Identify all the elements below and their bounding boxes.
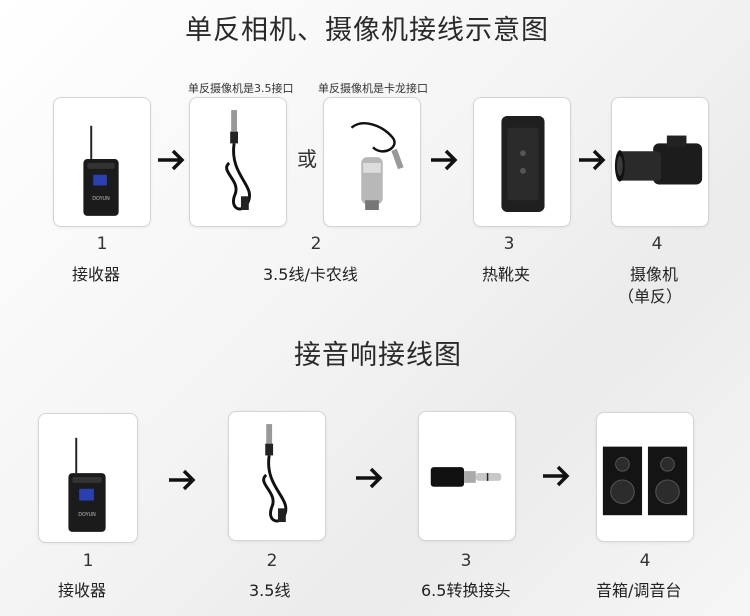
step-label: 接收器 <box>58 581 107 600</box>
note-xlr-jack: 单反摄像机是卡龙接口 <box>318 82 428 95</box>
step-number: 4 <box>651 234 663 254</box>
step-number: 2 <box>310 234 322 254</box>
step-label: 摄像机 <box>630 265 679 284</box>
xlr-cable-image <box>323 97 421 227</box>
jack-adapter-image <box>418 411 516 541</box>
step-label: 音箱/调音台 <box>596 581 682 600</box>
or-text: 或 <box>297 147 317 171</box>
hot-shoe-clip-image <box>473 97 571 227</box>
audio-section-title: 接音响接线图 <box>294 340 462 371</box>
step-label: 3.5线/卡农线 <box>263 265 358 284</box>
aux-cable-image <box>228 411 326 541</box>
arrow-right-icon <box>579 149 606 171</box>
receiver-brand-text: DOYUN <box>92 196 110 202</box>
camera-section-title: 单反相机、摄像机接线示意图 <box>185 15 549 46</box>
step-number: 3 <box>503 234 515 254</box>
step-number: 1 <box>96 234 108 254</box>
step-label: 6.5转换接头 <box>421 581 511 600</box>
step-number: 1 <box>82 551 94 571</box>
arrow-right-icon <box>431 149 458 171</box>
step-number: 4 <box>639 551 651 571</box>
receiver-image: DOYUN <box>53 97 151 227</box>
step-label: 3.5线 <box>249 581 291 600</box>
step-number: 2 <box>266 551 278 571</box>
receiver-image: DOYUN <box>38 413 138 543</box>
arrow-right-icon <box>543 465 570 487</box>
arrow-right-icon <box>158 149 185 171</box>
step-label: 接收器 <box>72 265 121 284</box>
arrow-right-icon <box>356 467 383 489</box>
step-label-sub: （单反） <box>618 287 683 306</box>
receiver-brand-text: DOYUN <box>78 512 96 518</box>
aux-cable-image <box>189 97 287 227</box>
arrow-right-icon <box>169 469 196 491</box>
speakers-image <box>596 412 694 542</box>
step-label: 热靴夹 <box>482 265 531 284</box>
note-35-jack: 单反摄像机是3.5接口 <box>188 82 294 95</box>
step-number: 3 <box>460 551 472 571</box>
dslr-camera-image <box>611 97 709 227</box>
